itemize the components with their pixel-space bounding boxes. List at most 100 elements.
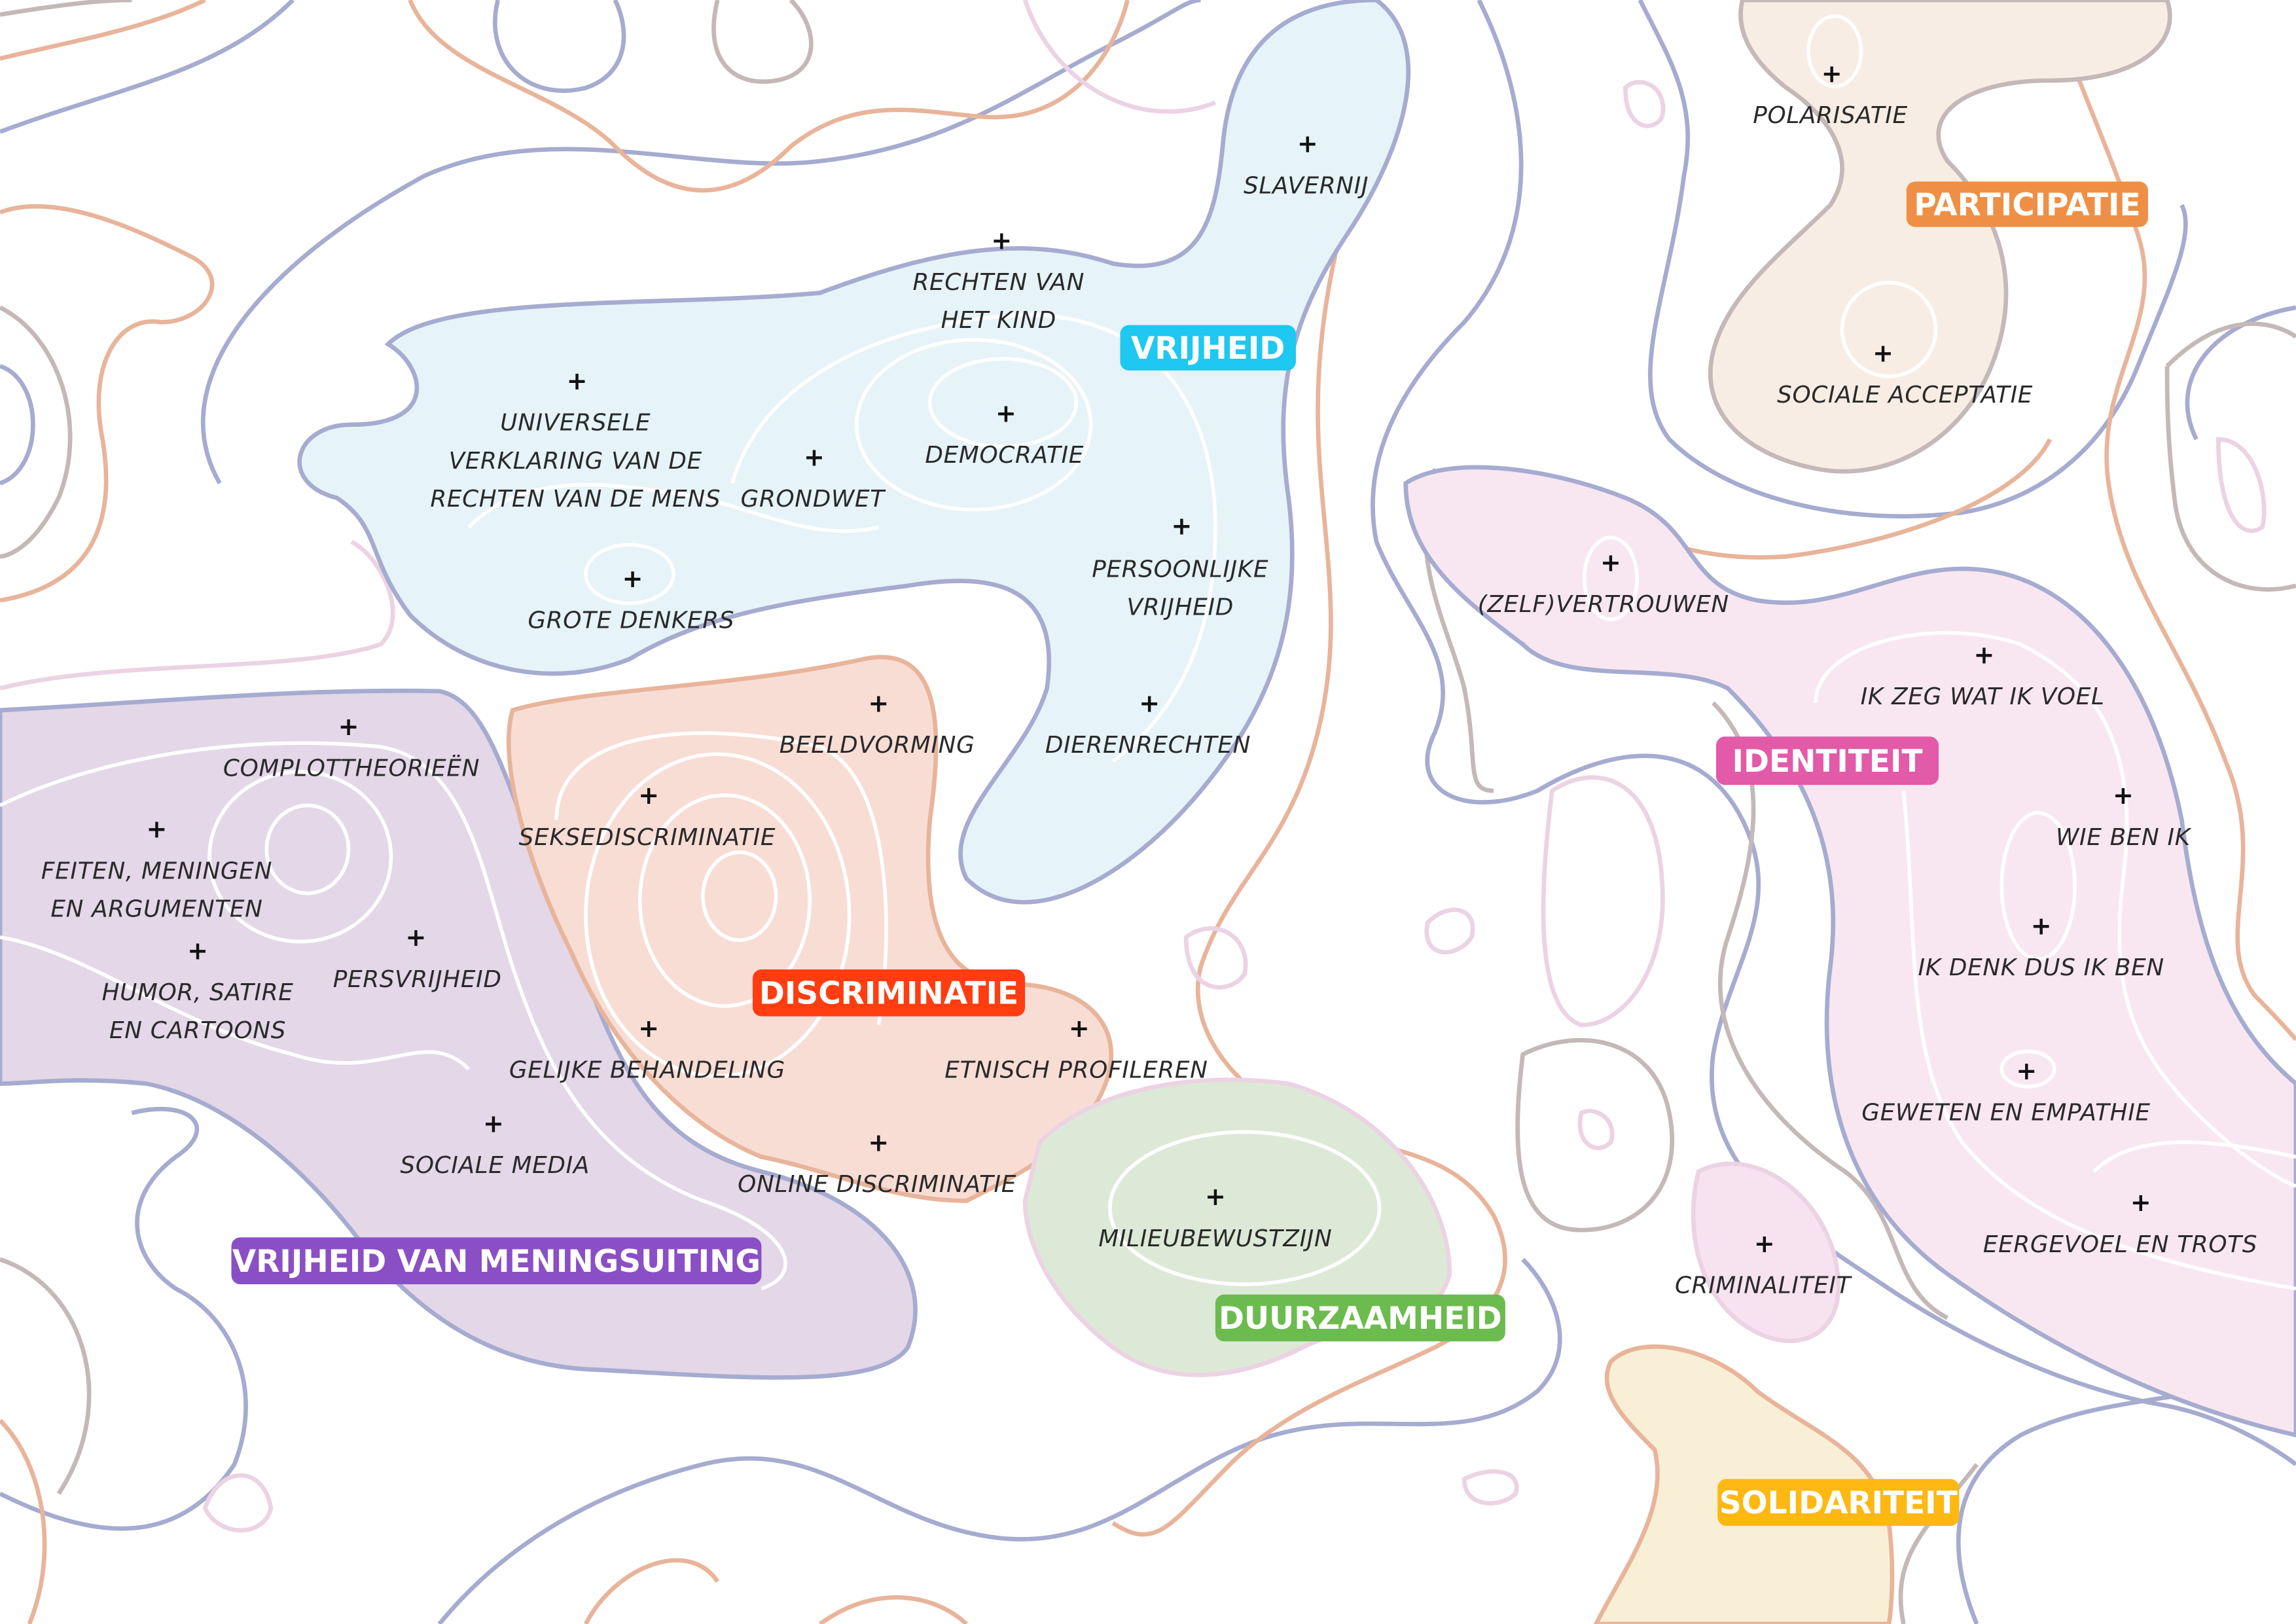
- topic-label-line: RECHTEN VAN DE MENS: [430, 486, 721, 513]
- topic-label-line: GRONDWET: [741, 486, 887, 513]
- topic-feiten-meningen-en-argumenten: + FEITEN, MENINGEN EN ARGUMENTEN: [41, 815, 272, 923]
- plus-marker-icon: +: [868, 1128, 889, 1157]
- topic-grondwet: + GRONDWET: [741, 442, 887, 513]
- topic-label-line: PERSOONLIJKE: [1092, 556, 1268, 583]
- topic-label-line: WIE BEN IK: [2056, 824, 2192, 851]
- plus-marker-icon: +: [483, 1109, 504, 1138]
- category-badge-solidariteit: SOLIDARITEIT: [1717, 1479, 1960, 1526]
- topic-label-line: SLAVERNIJ: [1244, 172, 1369, 199]
- region-identiteit: [1403, 465, 2296, 1437]
- badge-background: [1906, 181, 2148, 227]
- topic-ik-zeg-wat-ik-voel: +IK ZEG WAT IK VOEL: [1861, 640, 2104, 710]
- topic-label-line: DEMOCRATIE: [925, 442, 1084, 469]
- topic-label-line: ONLINE DISCRIMINATIE: [738, 1171, 1016, 1198]
- topic-sociale-media: + SOCIALE MEDIA: [400, 1109, 590, 1179]
- category-badge-identiteit: IDENTITEIT: [1716, 736, 1939, 785]
- badge-background: [1120, 325, 1296, 370]
- topic-label-line: UNIVERSELE: [500, 410, 651, 437]
- plus-marker-icon: +: [996, 399, 1016, 427]
- topic-humor-satire-en-cartoons: + HUMOR, SATIRE EN CARTOONS: [102, 936, 294, 1044]
- plus-marker-icon: +: [2113, 781, 2134, 810]
- region-vrijheid-van-meningsuiting: [0, 689, 918, 1380]
- plus-marker-icon: +: [638, 1014, 659, 1043]
- region-participatie: [1708, 0, 2172, 474]
- topic-label-line: IK DENK DUS IK BEN: [1918, 954, 2164, 981]
- topic-criminaliteit: + CRIMINALITEIT: [1675, 1229, 1853, 1299]
- badge-background: [231, 1237, 762, 1284]
- topic-label-line: BEELDVORMING: [780, 732, 975, 759]
- topic-label-line: (ZELF)VERTROUWEN: [1478, 591, 1729, 618]
- topic-complottheorie-n: + COMPLOTTHEORIEËN: [223, 712, 480, 782]
- category-badge-discriminatie: DISCRIMINATIE: [752, 969, 1026, 1017]
- category-badges: VRIJHEID DISCRIMINATIE VRIJHEID VAN MENING…: [231, 181, 2148, 1526]
- topic-zelf-vertrouwen: + (ZELF)VERTROUWEN: [1478, 548, 1729, 618]
- category-badge-duurzaamheid: DUURZAAMHEID: [1215, 1294, 1505, 1342]
- topic-label-line: SEKSEDISCRIMINATIE: [519, 824, 776, 851]
- topic-label-line: FEITEN, MENINGEN: [41, 857, 272, 884]
- plus-marker-icon: +: [622, 564, 643, 593]
- topic-etnisch-profileren: +ETNISCH PROFILEREN: [944, 1014, 1208, 1084]
- topic-label-line: EN CARTOONS: [109, 1017, 286, 1044]
- topic-seksediscriminatie: +SEKSEDISCRIMINATIE: [519, 781, 776, 851]
- plus-marker-icon: +: [1821, 59, 1842, 88]
- topic-label-line: PERSVRIJHEID: [333, 966, 502, 993]
- category-name: SOLIDARITEIT: [1719, 1485, 1958, 1521]
- topic-label-line: ETNISCH PROFILEREN: [944, 1057, 1208, 1084]
- category-badge-vrijheid: VRIJHEID: [1120, 325, 1296, 370]
- topic-dierenrechten: + DIERENRECHTEN: [1045, 689, 1251, 759]
- category-name: DUURZAAMHEID: [1219, 1301, 1502, 1337]
- topic-universele-verklaring-van-de-rechten-van-de-mens: + UNIVERSELE VERKLARING VAN DE RECHTEN VAN …: [430, 367, 721, 513]
- topic-label-line: MILIEUBEWUSTZIJN: [1098, 1225, 1332, 1252]
- topic-label-line: EN ARGUMENTEN: [50, 895, 262, 922]
- plus-marker-icon: +: [804, 442, 825, 471]
- topic-label-line: DIERENRECHTEN: [1045, 732, 1251, 759]
- plus-marker-icon: +: [868, 689, 889, 717]
- region-discriminatie: [506, 655, 1114, 1203]
- plus-marker-icon: +: [2016, 1056, 2037, 1085]
- topic-label-line: GEWETEN EN EMPATHIE: [1861, 1099, 2151, 1126]
- plus-marker-icon: +: [1139, 689, 1160, 717]
- topic-wie-ben-ik: + WIE BEN IK: [2056, 781, 2192, 851]
- topic-label-line: GROTE DENKERS: [528, 607, 734, 634]
- category-name: VRIJHEID VAN MENINGSUITING: [232, 1244, 761, 1280]
- topic-polarisatie: + POLARISATIE: [1753, 59, 1908, 129]
- topic-milieubewustzijn: + MILIEUBEWUSTZIJN: [1098, 1182, 1332, 1252]
- plus-marker-icon: +: [187, 936, 208, 965]
- topic-ik-denk-dus-ik-ben: +IK DENK DUS IK BEN: [1918, 911, 2164, 981]
- topic-label-line: HET KIND: [941, 307, 1056, 334]
- plus-marker-icon: +: [1600, 548, 1621, 577]
- plus-marker-icon: +: [1873, 339, 1893, 368]
- category-name: VRIJHEID: [1131, 331, 1285, 367]
- plus-marker-icon: +: [1754, 1229, 1775, 1258]
- plus-marker-icon: +: [1205, 1182, 1226, 1211]
- badge-background: [752, 969, 1026, 1017]
- topic-geweten-en-empathie: + GEWETEN EN EMPATHIE: [1861, 1056, 2151, 1127]
- topic-label-line: CRIMINALITEIT: [1675, 1272, 1853, 1299]
- topic-label-line: EERGEVOEL EN TROTS: [1983, 1231, 2257, 1258]
- topic-label-line: POLARISATIE: [1753, 102, 1908, 129]
- topic-label-line: SOCIALE MEDIA: [400, 1152, 590, 1179]
- plus-marker-icon: +: [147, 815, 168, 844]
- plus-marker-icon: +: [567, 367, 588, 395]
- topic-label-line: HUMOR, SATIRE: [102, 979, 294, 1006]
- badge-background: [1215, 1294, 1505, 1342]
- region-vrijheid: [297, 0, 1411, 905]
- topic-label-line: COMPLOTTHEORIEËN: [223, 755, 480, 782]
- topic-label-line: VERKLARING VAN DE: [449, 448, 702, 475]
- topic-beeldvorming: + BEELDVORMING: [780, 689, 975, 759]
- plus-marker-icon: +: [991, 226, 1012, 255]
- plus-marker-icon: +: [338, 712, 359, 741]
- topic-label-line: GELIJKE BEHANDELING: [509, 1057, 785, 1084]
- topic-label-line: SOCIALE ACCEPTATIE: [1777, 382, 2033, 408]
- category-badge-vrijheid-van-meningsuiting: VRIJHEID VAN MENINGSUITING: [231, 1237, 762, 1284]
- category-name: IDENTITEIT: [1732, 744, 1923, 780]
- badge-background: [1717, 1479, 1960, 1526]
- category-name: PARTICIPATIE: [1914, 187, 2140, 223]
- plus-marker-icon: +: [1297, 130, 1318, 158]
- plus-marker-icon: +: [2130, 1188, 2151, 1217]
- topic-grote-denkers: + GROTE DENKERS: [528, 564, 734, 634]
